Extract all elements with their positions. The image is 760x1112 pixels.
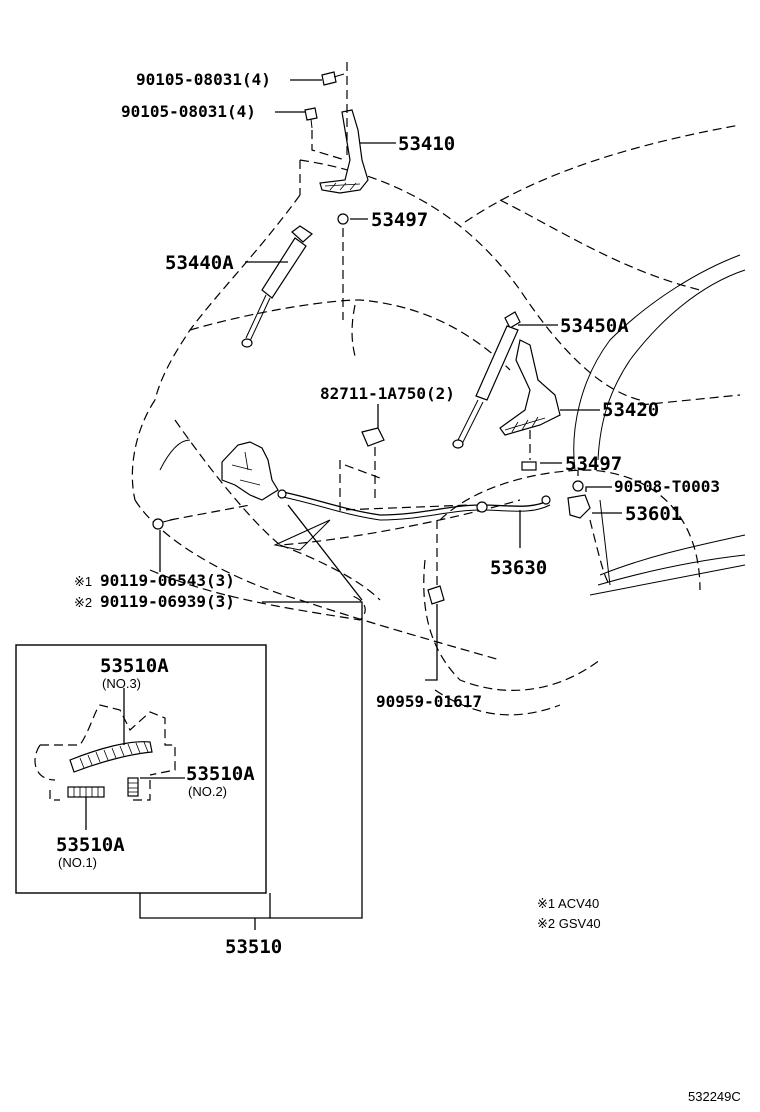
mark-2: ※2	[74, 595, 92, 610]
label-53497-top: 53497	[371, 209, 428, 231]
hood-lock-assembly	[152, 441, 279, 530]
inset-sub-no3: (NO.3)	[102, 676, 141, 691]
grommet-icon	[337, 213, 349, 225]
inset-label-no3: 53510A	[100, 655, 169, 677]
label-53440a: 53440A	[165, 252, 234, 274]
release-cable	[277, 489, 551, 521]
label-90508-t0003: 90508-T0003	[614, 477, 720, 496]
inset-label-no1: 53510A	[56, 834, 125, 856]
hood-strut-left	[241, 225, 313, 348]
legend-gsv40: ※2 GSV40	[537, 916, 601, 931]
label-90119-06939: 90119-06939(3)	[100, 592, 235, 611]
hood-strut-right	[452, 311, 521, 449]
label-53410: 53410	[398, 133, 455, 155]
grommet-icon	[521, 461, 537, 471]
vehicle-outline	[131, 124, 746, 716]
wire-clip	[361, 427, 385, 500]
hood-hinge-left	[319, 109, 369, 225]
label-82711-1a750: 82711-1A750(2)	[320, 384, 455, 403]
legend-acv40: ※1 ACV40	[537, 896, 599, 911]
label-90105-08031-b: 90105-08031(4)	[121, 102, 256, 121]
label-53630: 53630	[490, 557, 547, 579]
label-53497-bottom: 53497	[565, 453, 622, 475]
hood-hinge-right	[499, 339, 561, 471]
label-53450a: 53450A	[560, 315, 629, 337]
label-90119-06543: 90119-06543(3)	[100, 571, 235, 590]
inset-box	[15, 644, 267, 894]
cable-clamp	[427, 520, 445, 605]
label-53601: 53601	[625, 503, 682, 525]
label-53510: 53510	[225, 936, 282, 958]
release-lever	[567, 470, 591, 519]
figure-code: 532249C	[688, 1089, 741, 1104]
inset-sub-no2: (NO.2)	[188, 784, 227, 799]
label-90105-08031-a: 90105-08031(4)	[136, 70, 271, 89]
hinge-bolts	[304, 62, 348, 320]
leader-lines	[139, 79, 622, 930]
part-labels: 90105-08031(4) 90105-08031(4) 53410 5349…	[56, 70, 741, 1104]
label-90959-01617: 90959-01617	[376, 692, 482, 711]
label-53420: 53420	[602, 399, 659, 421]
inset-sub-no1: (NO.1)	[58, 855, 97, 870]
mark-1: ※1	[74, 574, 92, 589]
inset-label-no2: 53510A	[186, 763, 255, 785]
